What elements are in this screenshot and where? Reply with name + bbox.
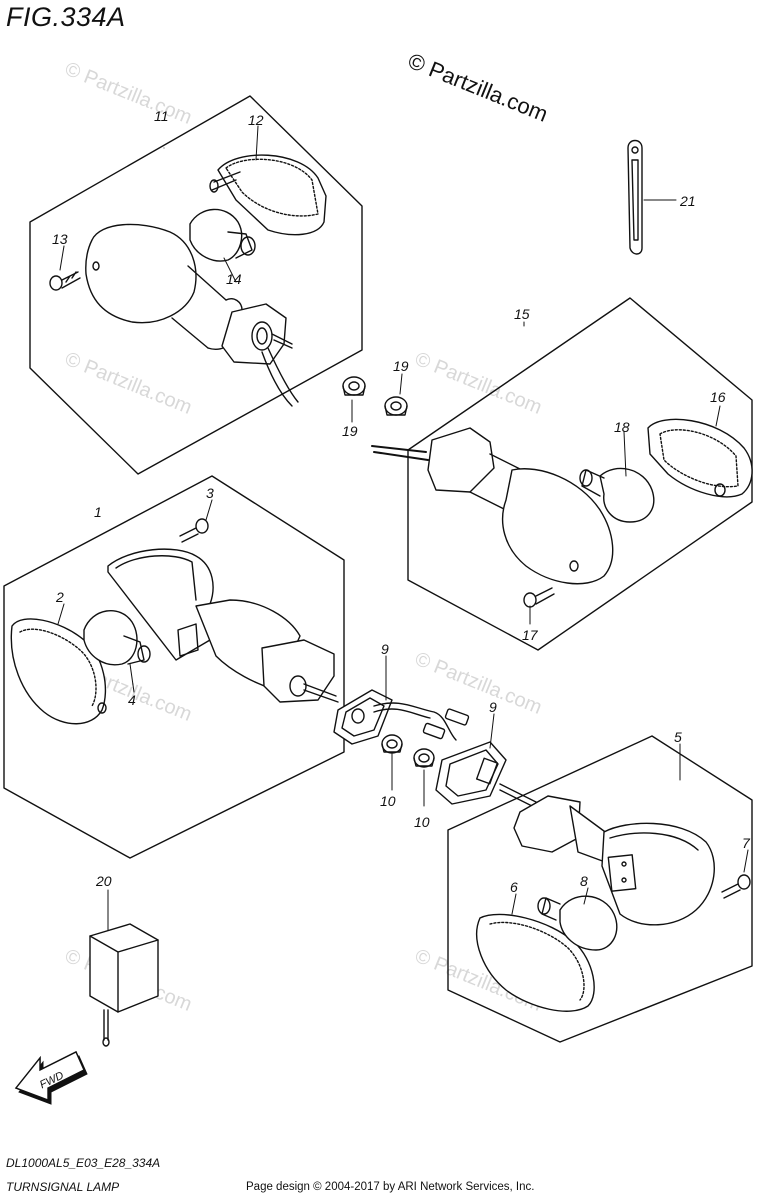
fwd-arrow-icon: FWD	[14, 1051, 88, 1105]
callout-11: 11	[154, 108, 169, 124]
callout-10: 10	[414, 814, 430, 830]
callout-2: 2	[55, 589, 64, 605]
lens-16	[647, 418, 753, 498]
bulb-18	[579, 467, 655, 523]
bulb-8	[537, 895, 618, 951]
callout-labels: 11 12 13 14 19 19 15 16 18 17 21 1 3 2 4…	[52, 108, 751, 895]
page-credit: Page design © 2004-2017 by ARI Network S…	[246, 1181, 535, 1193]
callout-1: 1	[94, 504, 102, 520]
nut-10-left	[381, 734, 403, 754]
assembly-15-frame	[407, 297, 753, 651]
assembly-1-frame	[3, 475, 345, 859]
callout-13: 13	[52, 231, 68, 247]
screw-7	[721, 874, 751, 899]
lens-2	[10, 618, 107, 725]
callout-9: 9	[381, 641, 389, 657]
bulb-14	[189, 208, 256, 262]
figure-title: FIG.334A	[6, 2, 126, 32]
callout-16: 16	[710, 389, 726, 405]
lamp-housing-5	[499, 783, 715, 926]
lens-6	[476, 913, 595, 1012]
nut-19-right	[384, 396, 408, 416]
screw-17	[523, 587, 555, 608]
nut-19-upper-left	[342, 376, 366, 396]
lamp-housing-15	[371, 427, 614, 585]
callout-15: 15	[514, 306, 530, 322]
relay-20	[89, 923, 159, 1047]
bracket-21	[627, 139, 643, 255]
bulb-4	[83, 609, 151, 666]
callout-14: 14	[226, 271, 242, 287]
assembly-11-frame	[29, 95, 363, 475]
callout-20: 20	[95, 873, 112, 889]
lamp-housing-11	[85, 223, 299, 407]
screw-13	[49, 271, 81, 291]
model-code: DL1000AL5_E03_E28_334A	[6, 1156, 161, 1170]
nut-10-right	[413, 748, 435, 768]
callout-5: 5	[674, 729, 682, 745]
callout-19: 19	[342, 423, 358, 439]
callout-10: 10	[380, 793, 396, 809]
callout-9: 9	[489, 699, 497, 715]
callout-18: 18	[614, 419, 630, 435]
screw-3	[179, 518, 209, 543]
callout-7: 7	[742, 835, 751, 851]
gasket-9-right	[435, 741, 507, 805]
callout-19: 19	[393, 358, 409, 374]
callout-3: 3	[206, 485, 214, 501]
callout-12: 12	[248, 112, 264, 128]
lamp-housing-1	[107, 548, 339, 703]
gasket-9-left	[333, 689, 393, 745]
callout-21: 21	[679, 193, 696, 209]
callout-6: 6	[510, 879, 518, 895]
lens-12	[209, 154, 327, 236]
wire-harness	[373, 702, 470, 741]
callout-4: 4	[128, 692, 136, 708]
callout-8: 8	[580, 873, 588, 889]
callout-17: 17	[522, 627, 539, 643]
leader-lines	[57, 125, 749, 931]
assembly-5-frame	[447, 735, 753, 1043]
diagram-caption: TURNSIGNAL LAMP	[6, 1180, 120, 1194]
